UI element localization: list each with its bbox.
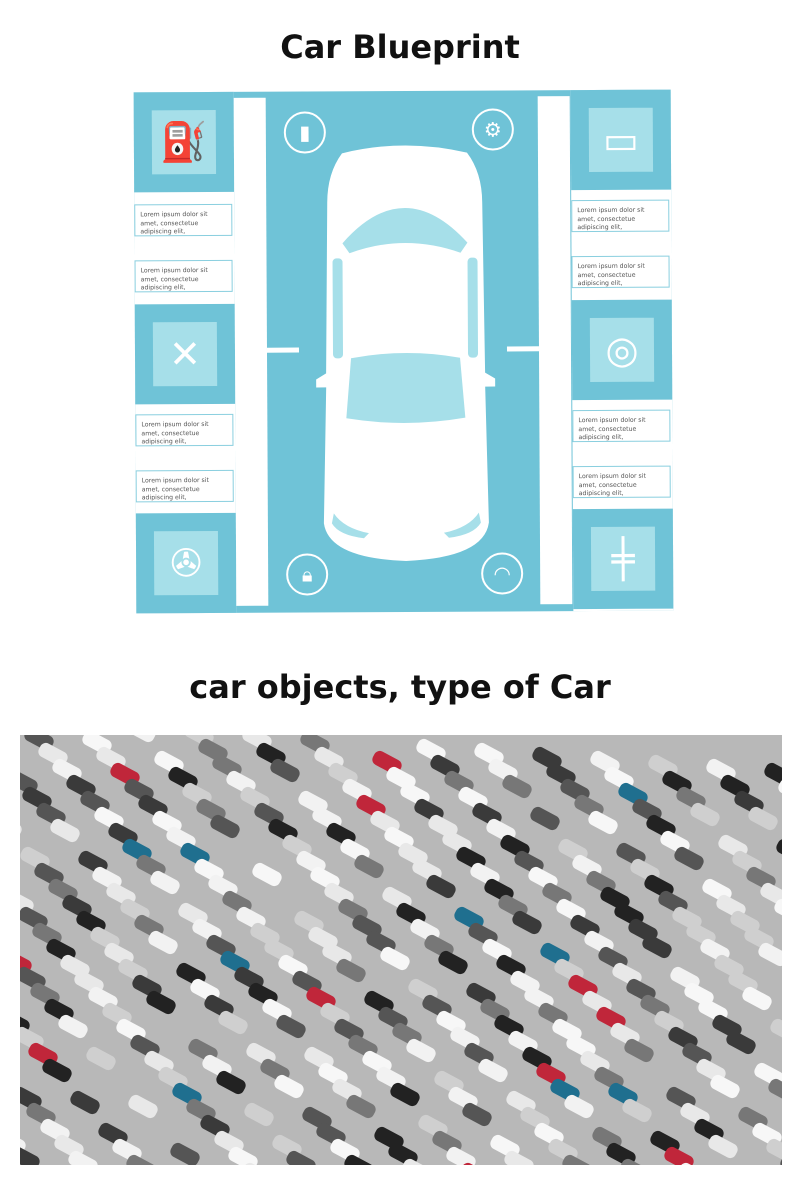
car-blueprint-infographic: ⛽ Lorem ipsum dolor sit amet, consectetu…: [133, 89, 674, 614]
left-column: ⛽ Lorem ipsum dolor sit amet, consectetu…: [133, 91, 237, 614]
parked-car: [274, 1012, 308, 1041]
text-box: Lorem ipsum dolor sit amet, consectetue …: [571, 199, 670, 233]
chassis-tile: ╪: [572, 508, 674, 610]
photo-title: car objects, type of Car: [189, 668, 611, 706]
parking-lot-aerial-photo: [20, 735, 782, 1165]
parked-car: [586, 808, 620, 837]
parked-car: [388, 1080, 422, 1109]
parked-car: [510, 908, 544, 937]
right-bar: [537, 96, 573, 605]
wheel-icon: ✇: [153, 530, 219, 596]
parked-car: [706, 1132, 740, 1161]
parked-car: [216, 1008, 250, 1037]
battery-tile: ▭: [570, 89, 672, 191]
text-box: Lorem ipsum dolor sit amet, consectetue …: [134, 259, 233, 293]
parked-car: [124, 735, 158, 745]
parked-car: [756, 940, 782, 969]
parked-car: [460, 1100, 494, 1129]
parked-car: [688, 800, 722, 829]
tools-tile: ✕: [134, 303, 236, 405]
parked-car: [20, 812, 24, 841]
parked-car: [724, 1028, 758, 1057]
fuel-can-icon: ⛽: [151, 109, 217, 175]
parked-car: [620, 1096, 654, 1125]
text-box: Lorem ipsum dolor sit amet, consectetue …: [571, 255, 670, 289]
parked-car: [334, 956, 368, 985]
parked-car: [144, 988, 178, 1017]
parked-car: [250, 860, 284, 889]
parked-car: [208, 812, 242, 841]
left-connector: [266, 347, 300, 353]
wheel-tile: ✇: [135, 512, 237, 614]
text-box: Lorem ipsum dolor sit amet, consectetue …: [572, 409, 671, 443]
parked-car: [378, 944, 412, 973]
parked-car: [476, 1056, 510, 1085]
text-box: Lorem ipsum dolor sit amet, consectetue …: [572, 465, 671, 499]
parked-car: [272, 1072, 306, 1101]
parked-car: [68, 1088, 102, 1117]
parked-car: [214, 1068, 248, 1097]
parked-car: [436, 948, 470, 977]
parked-car: [84, 1044, 118, 1073]
parked-car: [126, 1092, 160, 1121]
chassis-icon: ╪: [590, 526, 656, 592]
blueprint-title: Car Blueprint: [280, 28, 520, 66]
car-top-view: [316, 145, 496, 561]
parked-car: [640, 932, 674, 961]
parked-car: [148, 868, 182, 897]
wrench-icon: ✕: [152, 321, 218, 387]
steering-tile: ◎: [571, 299, 673, 401]
parked-car: [500, 772, 534, 801]
parked-car: [146, 928, 180, 957]
right-connector: [506, 346, 540, 352]
fuel-can-tile: ⛽: [133, 91, 235, 193]
parked-car: [740, 984, 774, 1013]
parked-car: [352, 852, 386, 881]
right-column: ▭ Lorem ipsum dolor sit amet, consectetu…: [570, 89, 674, 612]
parked-car: [708, 1072, 742, 1101]
left-bar: [233, 97, 269, 606]
parked-car: [774, 836, 782, 865]
text-box: Lorem ipsum dolor sit amet, consectetue …: [134, 203, 233, 237]
parked-car: [268, 756, 302, 785]
text-box: Lorem ipsum dolor sit amet, consectetue …: [135, 469, 234, 503]
battery-icon: ▭: [588, 107, 654, 173]
parked-car: [746, 804, 780, 833]
parked-car: [404, 1036, 438, 1065]
parked-car: [528, 804, 562, 833]
steering-wheel-icon: ◎: [589, 317, 655, 383]
parked-car: [168, 1140, 202, 1165]
parked-car: [344, 1092, 378, 1121]
text-box: Lorem ipsum dolor sit amet, consectetue …: [135, 413, 234, 447]
parked-car: [242, 1100, 276, 1129]
parked-car: [768, 1016, 782, 1045]
parked-car: [56, 1012, 90, 1041]
parked-car: [424, 872, 458, 901]
parked-car: [48, 816, 82, 845]
parked-car: [672, 844, 706, 873]
parked-car: [622, 1036, 656, 1065]
parked-car: [562, 1092, 596, 1121]
parked-car: [40, 1056, 74, 1085]
